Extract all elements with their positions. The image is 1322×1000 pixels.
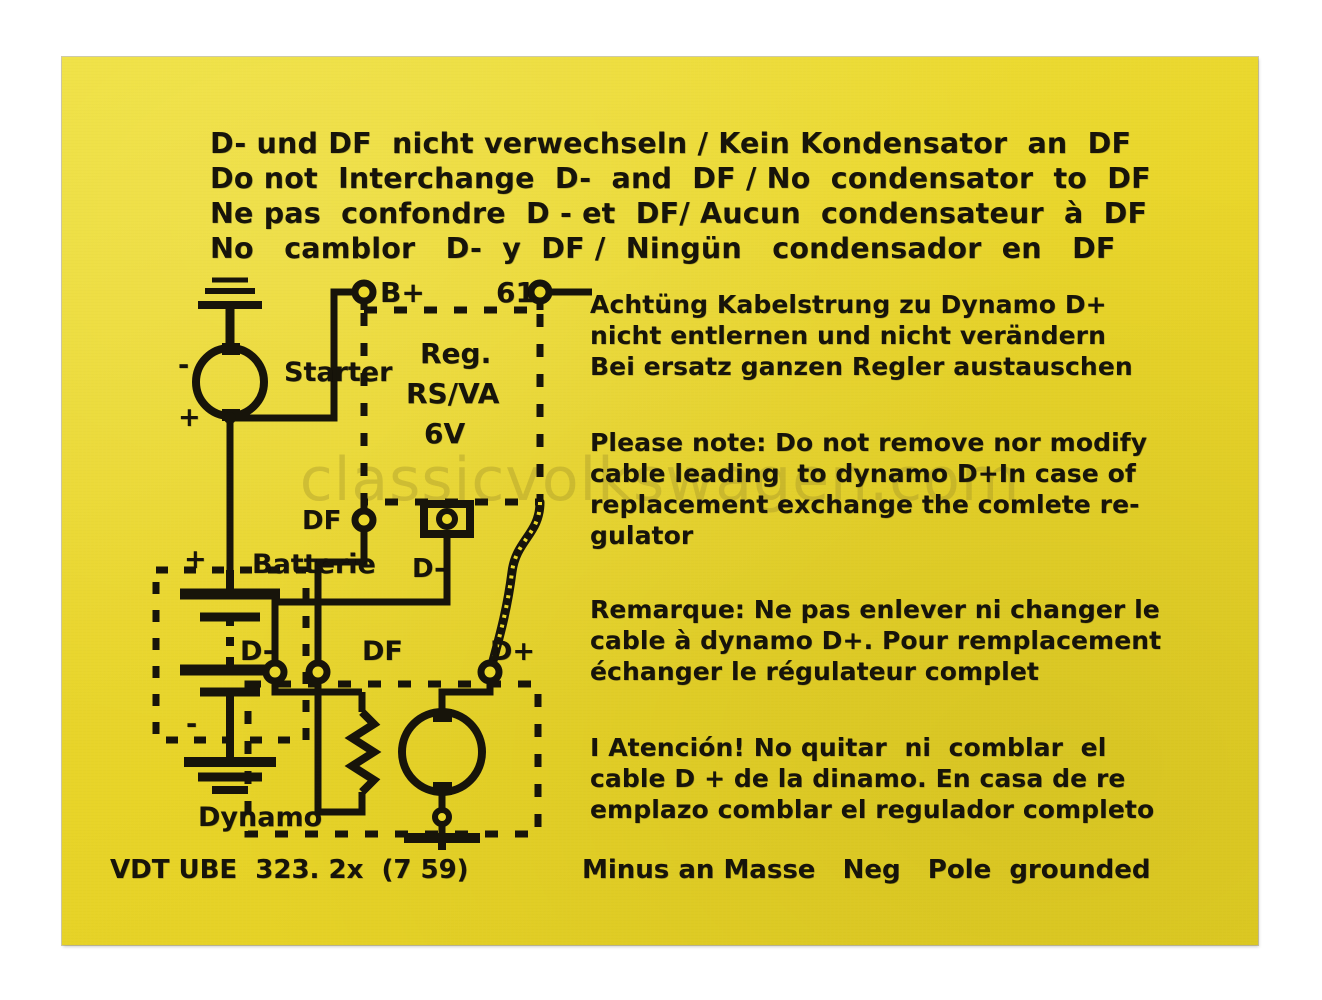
terminal-bplus-post bbox=[351, 279, 377, 305]
instruction-label-sticker: classicvolkswagen.com D- und DF nicht ve… bbox=[62, 57, 1258, 945]
dynamo-coil-to-dminus-wire bbox=[271, 684, 362, 696]
label-regulator-df: DF bbox=[302, 506, 342, 536]
notice-fr-line-2: cable à dynamo D+. Pour remplacement bbox=[590, 626, 1162, 655]
dynamo-ground-junction-post bbox=[432, 807, 452, 827]
label-starter-plus: + bbox=[178, 402, 201, 433]
label-dynamo-dminus: D- bbox=[240, 636, 275, 667]
notice-es-line-2: cable D + de la dinamo. En casa de re bbox=[590, 764, 1126, 793]
polarity-note-text: Minus an Masse Neg Pole grounded bbox=[582, 855, 1151, 885]
regulator-df-to-dynamo-wire bbox=[314, 529, 368, 672]
notice-fr-line-1: Remarque: Ne pas enlever ni changer le bbox=[590, 595, 1160, 624]
notice-en-line-3: replacement exchange the comlete re- bbox=[590, 490, 1140, 519]
notice-de-line-1: Achtüng Kabelstrung zu Dynamo D+ bbox=[590, 290, 1107, 319]
notice-es-line-3: emplazo comblar el regulador completo bbox=[590, 795, 1155, 824]
dynamo-coil-lower-wire bbox=[314, 684, 366, 816]
label-regulator-line3: 6V bbox=[424, 417, 466, 450]
wiring-diagram: Starter - + Batterie + - Dynamo B+ 61 Re… bbox=[112, 272, 602, 852]
header-warning-line-fr: Ne pas confondre D - et DF/ Aucun conden… bbox=[210, 197, 1148, 230]
notice-de-line-2: nicht entlernen und nicht verändern bbox=[590, 321, 1107, 350]
notice-paragraph-es: I Atención! No quitar ni comblar el cabl… bbox=[590, 732, 1230, 825]
dynamo-top-brush bbox=[433, 709, 452, 722]
dynamo-bottom-brush bbox=[433, 782, 452, 795]
notice-fr-line-3: échanger le régulateur complet bbox=[590, 657, 1039, 686]
label-starter-minus: - bbox=[178, 350, 190, 381]
notice-paragraph-en: Please note: Do not remove nor modify ca… bbox=[590, 427, 1230, 551]
part-number-text: VDT UBE 323. 2x (7 59) bbox=[110, 855, 469, 885]
starter-motor-circle bbox=[192, 344, 268, 420]
notice-paragraph-fr: Remarque: Ne pas enlever ni changer le c… bbox=[590, 594, 1230, 687]
label-dynamo: Dynamo bbox=[198, 802, 323, 833]
label-battery-plus: + bbox=[184, 544, 207, 575]
regulator-dminus-to-dynamo-wire bbox=[271, 534, 451, 672]
dynamo-armature-circle bbox=[398, 708, 486, 796]
header-warning-block: D- und DF nicht verwechseln / Kein Konde… bbox=[210, 127, 1220, 267]
label-batterie: Batterie bbox=[252, 549, 376, 580]
dynamo-field-coil bbox=[344, 709, 382, 795]
wiring-diagram-svg bbox=[152, 277, 592, 850]
label-battery-minus: - bbox=[186, 709, 198, 740]
notice-en-line-4: gulator bbox=[590, 521, 694, 550]
dynamo-armature-to-dplus-wire bbox=[438, 681, 494, 709]
label-starter: Starter bbox=[284, 357, 393, 388]
label-dynamo-df: DF bbox=[362, 636, 403, 667]
notice-de-line-3: Bei ersatz ganzen Regler austauschen bbox=[590, 352, 1133, 381]
regulator-dminus-post bbox=[436, 508, 458, 530]
notice-es-line-1: I Atención! No quitar ni comblar el bbox=[590, 733, 1107, 762]
label-regulator-line1: Reg. bbox=[420, 337, 492, 370]
starter-to-bplus-wire bbox=[230, 288, 364, 422]
starter-plus-junction-dot bbox=[224, 412, 236, 424]
header-warning-line-en: Do not Interchange D- and DF / No conden… bbox=[210, 162, 1151, 195]
label-dynamo-dplus: D+ bbox=[490, 636, 536, 667]
label-terminal-61: 61 bbox=[496, 276, 535, 309]
starter-minus-terminal bbox=[222, 343, 240, 355]
label-regulator-dminus: D- bbox=[412, 554, 445, 584]
notice-paragraph-de: Achtüng Kabelstrung zu Dynamo D+ nicht e… bbox=[590, 289, 1230, 382]
label-regulator-line2: RS/VA bbox=[406, 377, 500, 410]
label-terminal-bplus: B+ bbox=[380, 276, 425, 309]
dynamo-enclosure-outline bbox=[244, 680, 542, 838]
regulator-df-post bbox=[351, 507, 377, 533]
dynamo-df-post bbox=[305, 659, 331, 685]
notice-en-line-2: cable leading to dynamo D+In case of bbox=[590, 459, 1136, 488]
header-warning-line-de: D- und DF nicht verwechseln / Kein Konde… bbox=[210, 127, 1132, 160]
header-warning-line-es: No camblor D- y DF / Ningün condensador … bbox=[210, 232, 1116, 265]
notice-en-line-1: Please note: Do not remove nor modify bbox=[590, 428, 1148, 457]
dplus-cable-braid-texture bbox=[488, 501, 542, 673]
